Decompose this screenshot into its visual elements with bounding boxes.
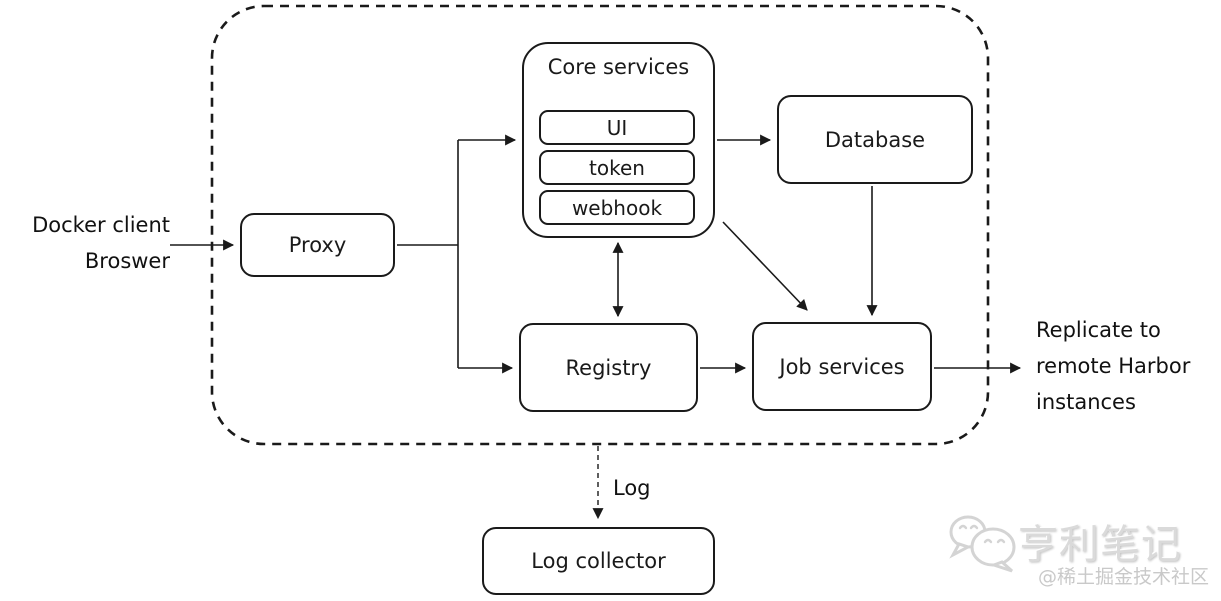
webhook-label: webhook <box>571 195 663 220</box>
job-services-label: Job services <box>779 354 905 379</box>
core-services-node: Core services UI token webhook <box>522 42 715 238</box>
token-node: token <box>539 150 695 185</box>
webhook-node: webhook <box>539 190 695 225</box>
registry-node: Registry <box>519 323 698 412</box>
proxy-label: Proxy <box>288 233 347 257</box>
ui-node: UI <box>539 110 695 145</box>
docker-client-line1: Docker client <box>32 213 170 237</box>
log-collector-node: Log collector <box>482 527 715 595</box>
database-label: Database <box>824 127 926 152</box>
core-services-children: UI token webhook <box>539 110 695 230</box>
proxy-node: Proxy <box>240 213 395 277</box>
harbor-boundary-dashed-border <box>210 4 990 446</box>
replicate-line3: instances <box>1036 390 1136 414</box>
edge-core-services-to-job-services <box>722 221 808 311</box>
ui-label: UI <box>606 115 628 140</box>
log-collector-label: Log collector <box>531 549 666 573</box>
replicate-line1: Replicate to <box>1036 318 1161 342</box>
docker-client-line2: Broswer <box>84 249 170 273</box>
replicate-line2: remote Harbor <box>1036 354 1191 378</box>
docker-client-label: Docker client Broswer <box>0 207 170 279</box>
job-services-node: Job services <box>752 322 932 411</box>
log-edge-label: Log <box>613 476 651 500</box>
token-label: token <box>589 155 645 180</box>
registry-label: Registry <box>565 355 652 380</box>
core-services-label: Core services <box>547 55 690 79</box>
replicate-label: Replicate to remote Harbor instances <box>1036 312 1190 420</box>
database-node: Database <box>777 95 973 184</box>
